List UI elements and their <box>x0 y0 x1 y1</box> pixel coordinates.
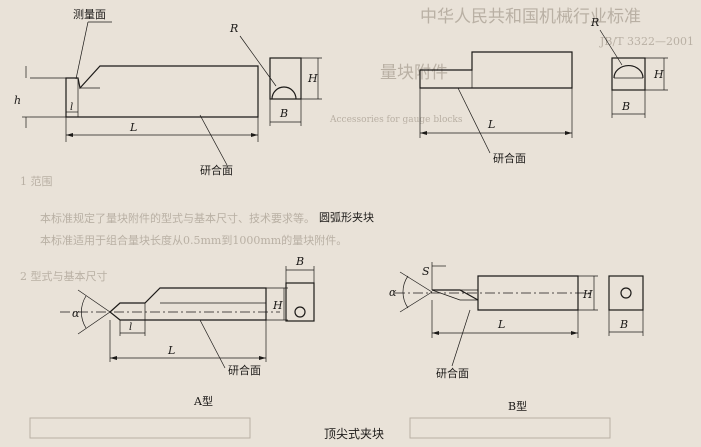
dim-H-label-2: H <box>653 68 664 81</box>
type-a-label: A型 <box>193 394 213 408</box>
point-clamp-type-a-end-view: B <box>285 255 315 322</box>
dim-B-label-4: B <box>619 318 628 331</box>
dim-l-label-3: l <box>129 322 132 333</box>
arc-clamp-title: 圆弧形夹块 <box>319 210 374 224</box>
arc-clamp-side-view-right: L 研合面 <box>419 51 573 165</box>
lapping-face-label-2: 研合面 <box>493 151 526 165</box>
angle-alpha-label-b: α <box>389 286 397 299</box>
ghost-code: JB/T 3322—2001 <box>599 35 694 48</box>
ghost-line1: 本标准规定了量块附件的型式与基本尺寸、技术要求等。 <box>40 211 315 225</box>
radius-label-2: R <box>590 16 599 29</box>
dim-L-label-3: L <box>167 344 175 357</box>
dim-H-label-4: H <box>582 288 593 301</box>
dim-l-label: l <box>70 102 73 113</box>
point-clamp-type-a-side-view: α H l L 研合面 <box>60 287 288 377</box>
lapping-face-label-4: 研合面 <box>436 366 469 380</box>
lapping-face-label-1: 研合面 <box>200 163 233 177</box>
dim-B-label-1: B <box>279 107 288 120</box>
dim-L-label-4: L <box>497 318 505 331</box>
dim-h-label: h <box>14 94 21 107</box>
arc-clamp-side-view-left: 测量面 研合面 h l L <box>14 8 259 177</box>
angle-alpha-label-a: α <box>72 307 80 320</box>
dim-S-label: S <box>422 265 430 278</box>
point-clamp-title: 顶尖式夹块 <box>324 427 384 441</box>
ghost-section2: 2 型式与基本尺寸 <box>20 269 108 283</box>
point-clamp-type-b-side-view: α S H L 研合面 <box>389 262 598 380</box>
ghost-header: 中华人民共和国机械行业标准 <box>420 7 641 27</box>
background-bleed-text: 中华人民共和国机械行业标准 JB/T 3322—2001 量块附件 Access… <box>20 7 694 283</box>
dim-B-label-3: B <box>295 255 304 268</box>
dim-L-label-2: L <box>487 118 495 131</box>
ghost-english: Accessories for gauge blocks <box>329 115 463 125</box>
point-clamp-type-b-end-view: B <box>608 275 644 336</box>
dim-B-label-2: B <box>621 100 630 113</box>
ghost-subtitle: 量块附件 <box>380 63 448 83</box>
radius-label-1: R <box>229 22 238 35</box>
measuring-face-label: 测量面 <box>73 8 106 21</box>
dim-H-label-3: H <box>272 299 283 312</box>
ghost-section: 1 范围 <box>20 174 53 188</box>
background-bleed-shapes <box>29 417 611 439</box>
arc-clamp-end-view-right: R H B <box>590 16 668 118</box>
dim-H-label-1: H <box>307 72 318 85</box>
dim-L-label-1: L <box>129 121 137 134</box>
lapping-face-label-3: 研合面 <box>228 363 261 377</box>
ghost-line2: 本标准适用于组合量块长度从0.5mm到1000mm的量块附件。 <box>40 233 347 247</box>
type-b-label: B型 <box>508 399 527 413</box>
arc-clamp-end-view-left: R H B <box>229 22 322 126</box>
